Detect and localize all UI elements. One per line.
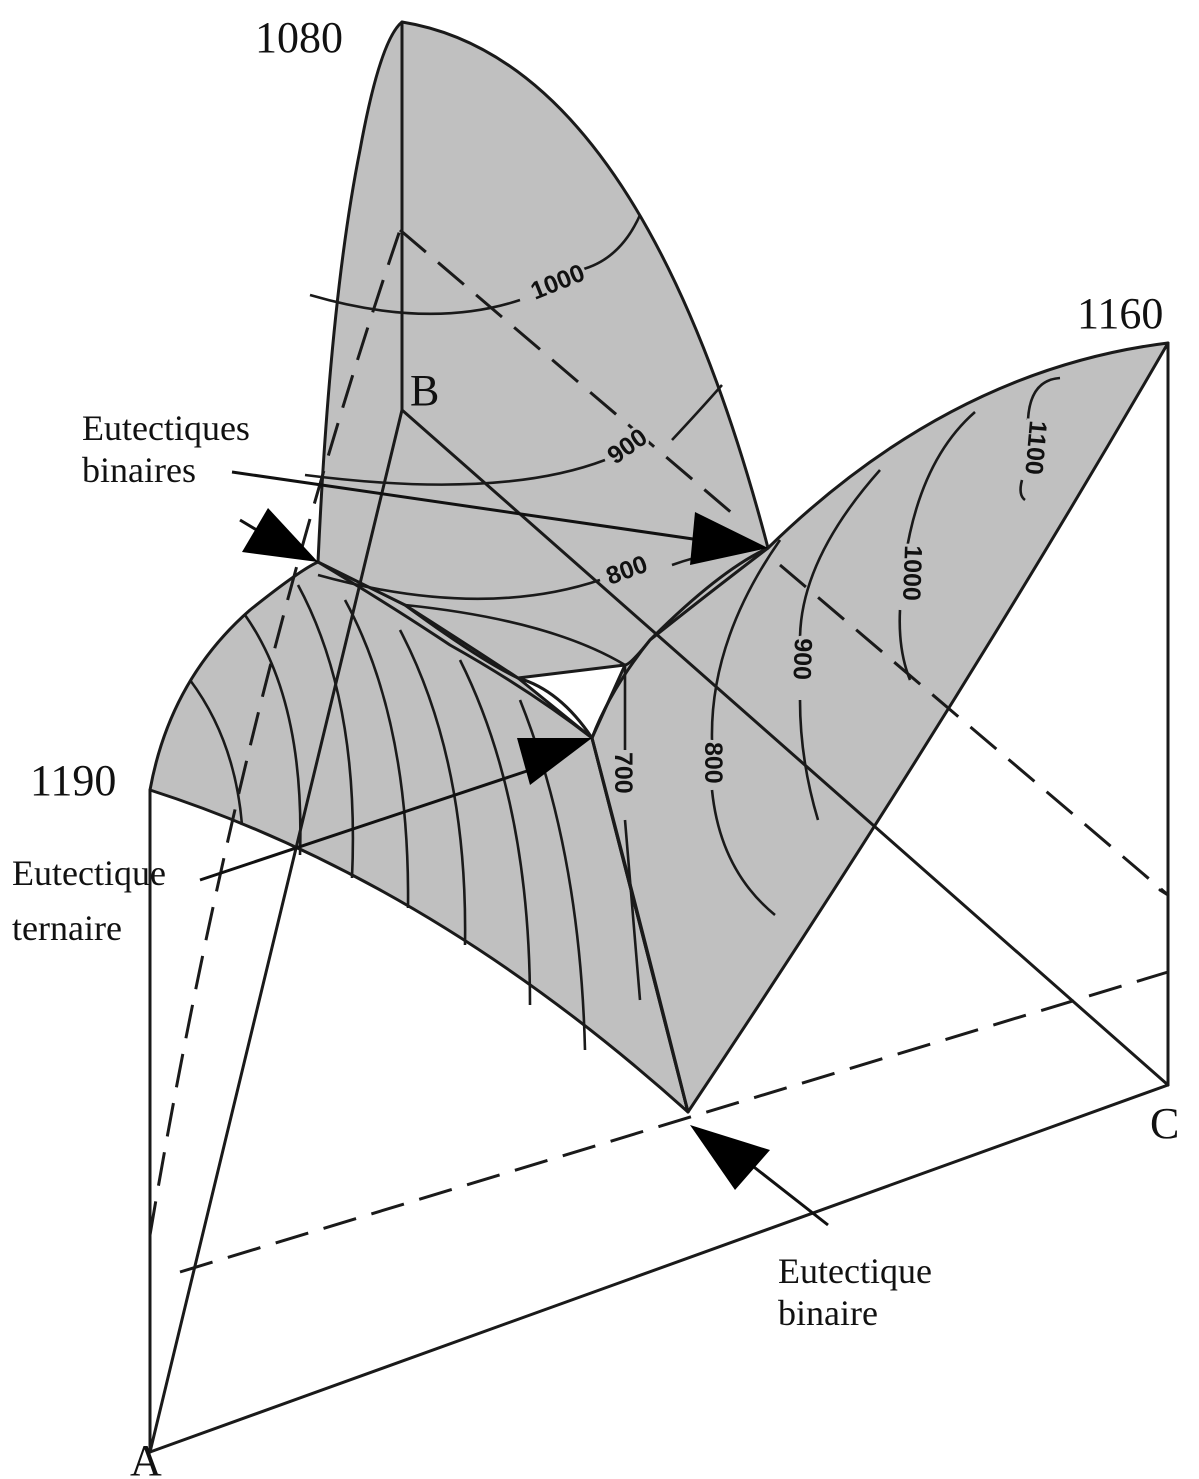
eutectic-valleys: [316, 546, 770, 1114]
arrow-head-ternary: [517, 738, 592, 785]
annotation-arrows: [199, 470, 829, 1227]
isotherm-label: 800: [699, 742, 727, 784]
arrow-head-binary-bc: [690, 512, 768, 565]
label-binary-eutectic-2: binaire: [778, 1293, 878, 1333]
arrow-head-binary-ab: [242, 508, 318, 562]
liquidus-surface-c: [590, 341, 1170, 1114]
hidden-lines: [148, 228, 1169, 1274]
liquidus-surface-b: [316, 20, 770, 680]
label-ternary-eutectic-2: ternaire: [12, 908, 122, 948]
melting-point-a: 1190: [30, 756, 116, 805]
isotherm-label: 1100: [1019, 419, 1052, 475]
melting-point-b: 1080: [255, 13, 343, 62]
isotherm-label: 900: [788, 638, 817, 681]
label-binary-eutectics-1: Eutectiques: [82, 408, 250, 448]
vertex-label-b: B: [410, 366, 439, 415]
label-binary-eutectic-1: Eutectique: [778, 1251, 932, 1291]
vertex-label-c: C: [1150, 1099, 1179, 1148]
isotherm-label: 700: [609, 752, 637, 794]
vertex-label-a: A: [130, 1436, 162, 1479]
label-binary-eutectics-2: binaires: [82, 450, 196, 490]
label-ternary-eutectic-1: Eutectique: [12, 853, 166, 893]
arrow-head-binary-ac: [690, 1125, 770, 1190]
isotherm-label: 1000: [897, 545, 927, 602]
melting-point-c: 1160: [1077, 289, 1163, 338]
